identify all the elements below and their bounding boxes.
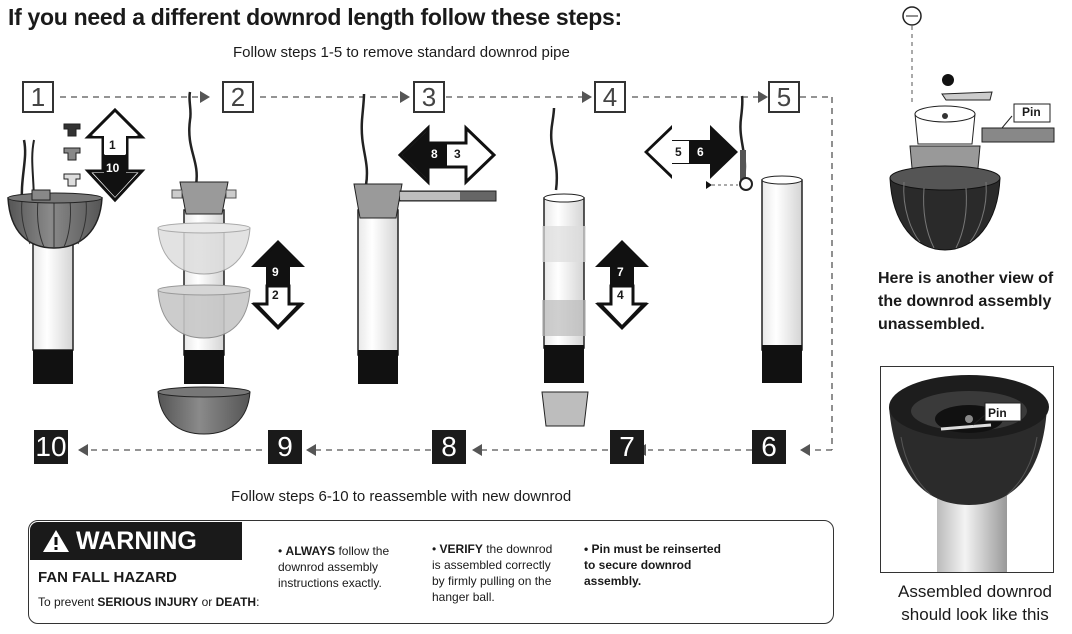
step3-figure xyxy=(353,93,497,384)
step5-figure xyxy=(644,95,803,383)
step-number-3: 3 xyxy=(413,81,445,113)
remove-caption: Follow steps 1-5 to remove standard down… xyxy=(233,44,570,61)
bullet-1-rest: follow the downrod assembly instructions… xyxy=(278,544,390,590)
prevent-strong-1: SERIOUS INJURY xyxy=(97,595,199,609)
arrow3-label-left: 8 xyxy=(431,147,438,161)
bullet-1-strong: ALWAYS xyxy=(285,544,336,558)
arrow5-label-right: 6 xyxy=(697,145,704,159)
page-title: If you need a different downrod length f… xyxy=(8,4,622,30)
arrow4-label-top: 7 xyxy=(617,265,624,279)
bullet-3-text: Pin must be reinserted to secure downrod… xyxy=(584,542,721,588)
hazard-title: FAN FALL HAZARD xyxy=(38,569,177,586)
warning-bullet-2: • VERIFY the downrod is assembled correc… xyxy=(432,542,553,604)
step-number-6: 6 xyxy=(752,430,786,464)
exploded-assembly-view xyxy=(889,6,1055,251)
warning-badge: WARNING xyxy=(30,522,242,560)
warning-bullet-3: • Pin must be reinserted to secure downr… xyxy=(584,542,721,588)
step-number-4: 4 xyxy=(594,81,626,113)
step-number-5: 5 xyxy=(768,81,800,113)
prevent-prefix: To prevent xyxy=(38,595,98,609)
pin-label-exploded: Pin xyxy=(1022,105,1041,119)
arrow2-label-bottom: 2 xyxy=(272,288,279,302)
caption-assembled: Assembled downrod should look like this xyxy=(897,582,1053,624)
step1-figure xyxy=(7,107,146,384)
downrod-steps-diagram xyxy=(7,91,833,456)
prevent-suffix: : xyxy=(256,595,260,609)
step-number-2: 2 xyxy=(222,81,254,113)
arrow1-label-bottom: 10 xyxy=(106,161,120,175)
prevent-text: To prevent SERIOUS INJURY or DEATH: xyxy=(38,595,259,609)
pin-label-assembled: Pin xyxy=(988,406,1007,420)
warning-triangle-icon xyxy=(43,530,69,552)
prevent-mid: or xyxy=(198,595,216,609)
reassemble-caption: Follow steps 6-10 to reassemble with new… xyxy=(231,488,572,505)
prevent-strong-2: DEATH xyxy=(215,595,257,609)
step-number-7: 7 xyxy=(610,430,644,464)
assembled-photo xyxy=(880,366,1054,573)
step-number-8: 8 xyxy=(432,430,466,464)
warning-box xyxy=(28,520,834,624)
arrow5-label-left: 5 xyxy=(675,145,682,159)
step2-figure xyxy=(157,91,305,435)
arrow1-label-top: 1 xyxy=(109,138,116,152)
warning-bullet-1: • ALWAYS follow the downrod assembly ins… xyxy=(278,544,390,590)
arrow3-label-right: 3 xyxy=(454,147,461,161)
bullet-2-strong: VERIFY xyxy=(439,542,483,556)
arrow4-label-bottom: 4 xyxy=(617,288,624,302)
warning-badge-text: WARNING xyxy=(76,527,197,555)
arrow2-label-top: 9 xyxy=(272,265,279,279)
bullet-2-rest: the downrod is assembled correctly by fi… xyxy=(432,542,553,604)
step-number-10: 10 xyxy=(34,430,68,464)
step-number-1: 1 xyxy=(22,81,54,113)
step4-figure xyxy=(541,107,649,427)
caption-other-view: Here is another view of the downrod asse… xyxy=(878,270,1054,333)
step-number-9: 9 xyxy=(268,430,302,464)
